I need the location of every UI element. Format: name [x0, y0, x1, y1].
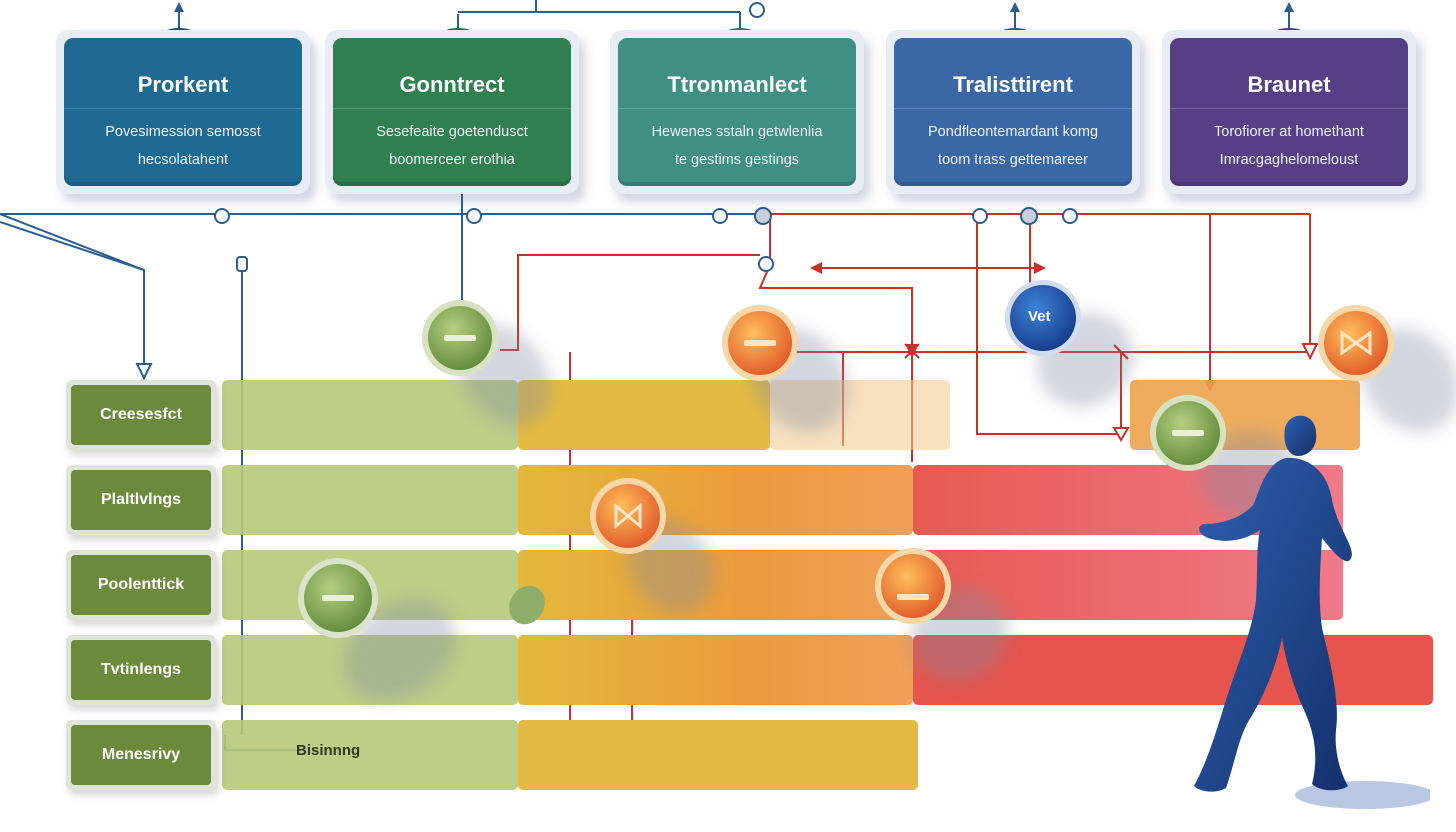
- minus-icon: [322, 595, 354, 601]
- card-desc-line: Povesimession semosst: [105, 124, 261, 140]
- row-label-plaltlvlngs[interactable]: Plaltlvlngs: [66, 465, 216, 535]
- card-desc-line: Pondfleontemardant komg: [927, 124, 1099, 140]
- card-description: Sesefeaite goetendusct boomerceer erothi…: [343, 118, 561, 174]
- node-orange-4[interactable]: [875, 548, 951, 624]
- card-desc-line: Imracgaghelomeloust: [1219, 152, 1359, 168]
- node-vet[interactable]: [1005, 280, 1081, 356]
- card-desc-line: te gestims gestings: [674, 152, 800, 168]
- node-green-3[interactable]: [298, 558, 378, 638]
- row-label-text: Tvtinlengs: [71, 640, 211, 700]
- row-label-poolenttick[interactable]: Poolenttick: [66, 550, 216, 620]
- card-description: Pondfleontemardant komg toom trass gette…: [904, 118, 1122, 174]
- card-desc-line: Sesefeaite goetendusct: [376, 124, 528, 140]
- node-green-1[interactable]: [422, 300, 498, 376]
- node-orange-1[interactable]: [722, 305, 798, 381]
- bus-connector-nodes: [214, 207, 1078, 272]
- card-description: Povesimession semosst hecsolatahent: [74, 118, 292, 174]
- header-card-braunet[interactable]: Braunet Torofiorer at homethant Imracgag…: [1162, 30, 1416, 194]
- row-label-text: Poolenttick: [71, 555, 211, 615]
- card-divider: [894, 108, 1132, 109]
- card-desc-line: boomerceer erothia: [389, 152, 515, 168]
- row-label-menesrivy[interactable]: Menesrivy: [66, 720, 216, 790]
- card-title: Ttronmanlect: [667, 72, 807, 97]
- card-title: Gonntrect: [399, 72, 505, 97]
- card-title: Braunet: [1247, 72, 1331, 97]
- row-label-text: Plaltlvlngs: [71, 470, 211, 530]
- card-divider: [64, 108, 302, 109]
- card-divider: [333, 108, 571, 109]
- card-divider: [618, 108, 856, 109]
- minus-icon: [444, 335, 476, 341]
- hourglass-icon: [614, 502, 642, 530]
- bar-annotation: Bisinnng: [296, 742, 361, 759]
- connector-node: [749, 2, 765, 18]
- node-orange-2[interactable]: [1318, 305, 1394, 381]
- small-green-drop: [509, 585, 545, 625]
- card-desc-line: hecsolatahent: [137, 152, 229, 168]
- hourglass-icon: [1340, 330, 1372, 356]
- header-card-prorkent[interactable]: Prorkent Povesimession semosst hecsolata…: [56, 30, 310, 194]
- node-orange-3[interactable]: [590, 478, 666, 554]
- node-green-2[interactable]: [1150, 395, 1226, 471]
- card-desc-line: Hewenes sstaln getwlenlia: [651, 124, 823, 140]
- minus-icon: [744, 340, 776, 346]
- card-divider: [1170, 108, 1408, 109]
- card-title: Prorkent: [137, 72, 229, 97]
- row-label-creesesfct[interactable]: Creesesfct: [66, 380, 216, 450]
- header-card-tralisttirent[interactable]: Tralisttirent Pondfleontemardant komg to…: [886, 30, 1140, 194]
- row-label-tvtinlengs[interactable]: Tvtinlengs: [66, 635, 216, 705]
- card-desc-line: toom trass gettemareer: [938, 152, 1088, 168]
- node-vet-label: Vet: [1028, 308, 1051, 325]
- card-description: Hewenes sstaln getwlenlia te gestims ges…: [628, 118, 846, 174]
- card-desc-line: Torofiorer at homethant: [1214, 124, 1364, 140]
- header-card-ttronmanlect[interactable]: Ttronmanlect Hewenes sstaln getwlenlia t…: [610, 30, 864, 194]
- top-connectors: [178, 0, 1290, 32]
- cross-marks: [904, 343, 1129, 360]
- row-label-text: Creesesfct: [71, 385, 211, 445]
- arrow-up-icon: [174, 2, 1294, 12]
- minus-icon: [1172, 430, 1204, 436]
- card-description: Torofiorer at homethant Imracgaghelomelo…: [1180, 118, 1398, 174]
- minus-icon: [897, 594, 929, 600]
- header-card-gonntrect[interactable]: Gonntrect Sesefeaite goetendusct boomerc…: [325, 30, 579, 194]
- card-title: Tralisttirent: [953, 72, 1073, 97]
- arrow-down-icon: [135, 363, 153, 381]
- row-label-text: Menesrivy: [71, 725, 211, 785]
- person-walking-icon: [1194, 415, 1430, 809]
